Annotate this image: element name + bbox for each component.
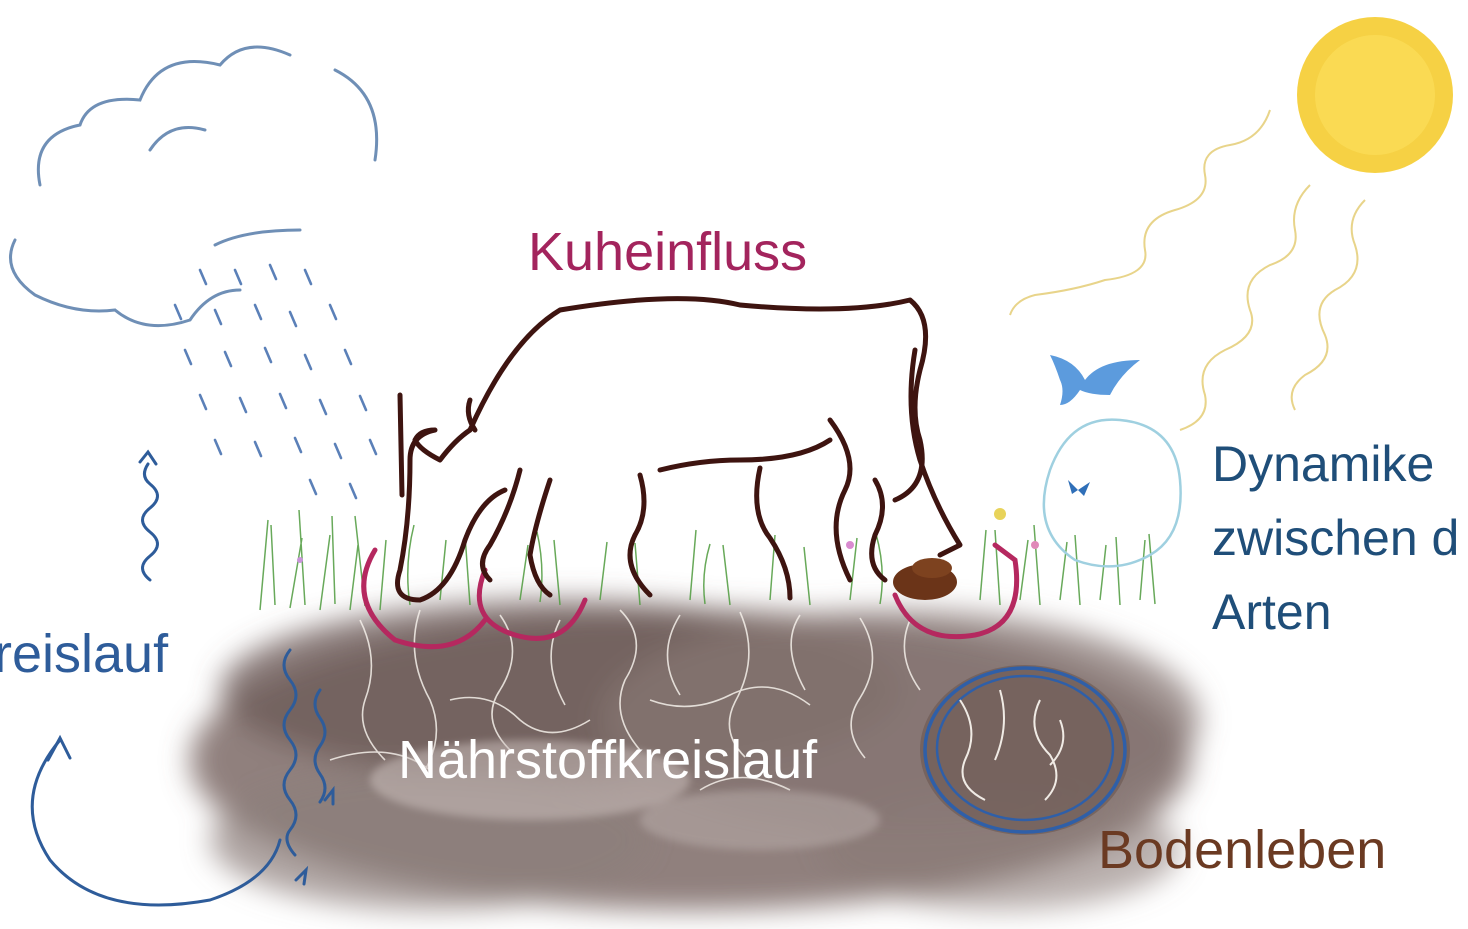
butterfly-icon xyxy=(1068,480,1090,496)
bird-icon xyxy=(1050,355,1140,405)
habitat-bubble xyxy=(1044,420,1181,567)
dung-icon xyxy=(893,558,957,600)
rain xyxy=(175,265,376,498)
species-dynamics-label: Dynamike zwischen d Arten xyxy=(1212,427,1459,649)
soil-life-ring xyxy=(920,665,1130,835)
cow-influence-label: Kuheinfluss xyxy=(528,222,807,282)
nutrient-cycle-label: Nährstoffkreislauf xyxy=(398,730,817,790)
soil-life-label: Bodenleben xyxy=(1098,820,1386,880)
sun-icon xyxy=(1297,17,1453,173)
water-cycle-label: reislauf xyxy=(0,624,168,684)
rain-cloud-icon xyxy=(11,47,377,326)
grazing-cow-icon xyxy=(398,299,961,600)
grass xyxy=(260,510,1155,610)
